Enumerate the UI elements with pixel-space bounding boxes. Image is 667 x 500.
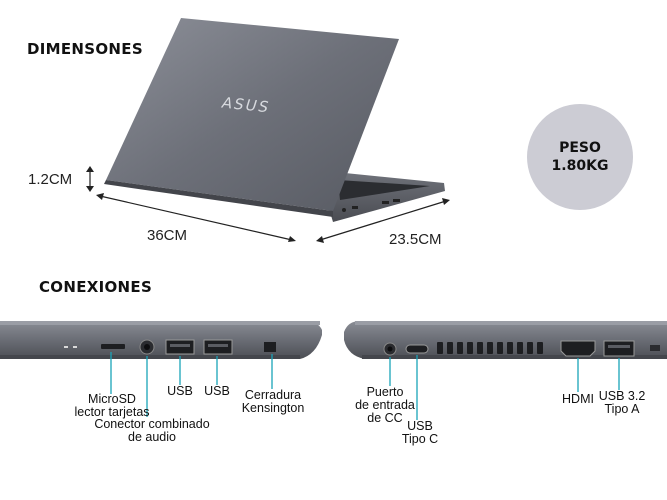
dc-power-label-line2: de entrada (355, 398, 415, 412)
usb-3-2-label-line2: Tipo A (604, 402, 640, 416)
laptop-side-port (393, 199, 400, 202)
laptop-side-port (382, 201, 389, 204)
laptop-side-port (352, 206, 358, 209)
dc-power-label-line1: Puerto (366, 385, 404, 399)
laptop-lid (106, 18, 399, 211)
usb-3-2-label-line1: USB 3.2 (598, 389, 646, 403)
usb-3-2-label: USB 3.2 Tipo A (597, 390, 647, 416)
cooling-vents (437, 342, 543, 354)
audio-label: Conector combinado de audio (87, 418, 217, 444)
microsd-label-line1: MicroSD (88, 392, 136, 406)
usb-c-label: USB Tipo C (397, 420, 443, 446)
connections-heading: CONEXIONES (39, 278, 153, 296)
kensington-label-line2: Kensington (241, 401, 305, 415)
status-led (64, 346, 68, 348)
status-led (73, 346, 77, 348)
height-label: 1.2CM (28, 171, 73, 188)
side-button (650, 345, 660, 351)
usb-c-label-line1: USB (407, 419, 433, 433)
dimensions-heading: DIMENSONES (27, 40, 143, 58)
usb-c-port (405, 344, 429, 354)
dc-power-label: Puerto de entrada de CC (350, 386, 420, 425)
width-arrow (96, 193, 296, 242)
kensington-label: Cerradura Kensington (238, 389, 308, 415)
laptop-keyboard-peek (338, 180, 430, 200)
hdmi-port (560, 340, 596, 357)
audio-label-line2: de audio (128, 430, 176, 444)
height-arrow (86, 166, 94, 192)
laptop-rear-view (104, 18, 445, 222)
audio-label-line1: Conector combinado (94, 417, 210, 431)
laptop-side-port (342, 208, 346, 212)
right-side-port-strip (344, 321, 667, 359)
weight-label: PESO (559, 140, 601, 156)
microsd-label: MicroSD lector tarjetas (62, 393, 162, 419)
laptop-lid-edge (104, 180, 333, 217)
hdmi-label: HDMI (562, 392, 594, 406)
usb-1-label: USB (167, 384, 193, 398)
weight-badge: PESO 1.80KG (527, 104, 633, 210)
width-label: 36CM (147, 227, 188, 244)
usb-c-label-line2: Tipo C (401, 432, 439, 446)
dc-power-label-line3: de CC (367, 411, 403, 425)
microsd-slot (101, 344, 125, 349)
kensington-label-line1: Cerradura (244, 388, 302, 402)
depth-label: 23.5CM (389, 231, 442, 248)
callout-lines (110, 352, 620, 420)
microsd-label-line2: lector tarjetas (74, 405, 150, 419)
usb-3-2-port (603, 340, 635, 357)
kensington-slot (264, 342, 276, 352)
depth-arrow (316, 198, 450, 243)
weight-value: 1.80KG (551, 158, 609, 174)
left-side-port-strip (0, 321, 322, 359)
usb-2-label: USB (204, 384, 230, 398)
